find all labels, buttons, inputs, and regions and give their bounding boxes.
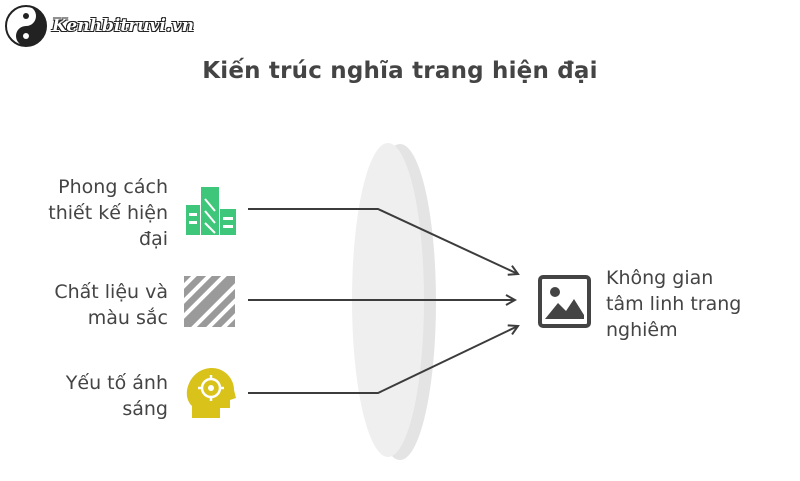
watermark-text: Kenhbitruvi.vn [52, 16, 194, 36]
modern-buildings-icon [186, 187, 236, 235]
input-label-light: Yếu tố ánh sáng [65, 372, 168, 420]
striped-material-icon [184, 276, 235, 327]
lens-shape [352, 143, 436, 460]
output-label: Không gian tâm linh trang nghiêm [606, 267, 742, 341]
input-label-style: Phong cách thiết kế hiện đại [48, 176, 168, 250]
arrow-style [248, 208, 518, 274]
yin-yang-icon [5, 5, 47, 47]
diagram-title: Kiến trúc nghĩa trang hiện đại [202, 58, 598, 84]
arrow-light [248, 326, 518, 394]
head-target-icon [186, 368, 236, 418]
site-logo: Kenhbitruvi.vn [4, 4, 204, 52]
input-label-material: Chất liệu và màu sắc [54, 281, 168, 329]
image-frame-icon [538, 275, 591, 328]
